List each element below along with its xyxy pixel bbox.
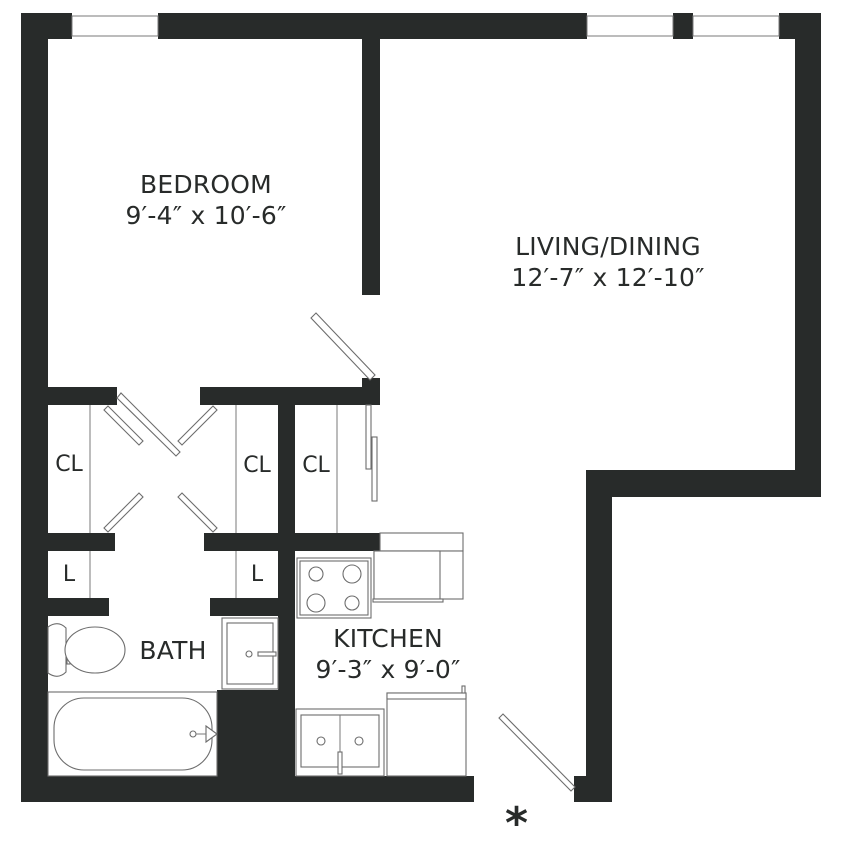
room-name: BEDROOM xyxy=(140,170,272,199)
closet-label-left: CL xyxy=(55,452,83,477)
closet-lines xyxy=(89,405,338,598)
exterior-walls xyxy=(21,13,821,802)
closet-label-right: CL xyxy=(302,453,330,478)
room-name: BATH xyxy=(139,636,207,665)
windows xyxy=(71,15,780,37)
kitchen-fixtures xyxy=(295,532,467,777)
entry-marker-asterisk: * xyxy=(505,798,529,849)
bath-fixtures xyxy=(47,617,279,777)
interior-walls xyxy=(48,39,380,776)
doors xyxy=(103,312,576,792)
linen-label-right: L xyxy=(250,562,264,587)
room-label-kitchen: KITCHEN 9′-3″ x 9′-0″ xyxy=(290,624,486,685)
closet-label-center: CL xyxy=(243,453,271,478)
room-dimensions: 9′-3″ x 9′-0″ xyxy=(315,654,461,684)
room-label-bath: BATH xyxy=(128,636,218,667)
room-dimensions: 12′-7″ x 12′-10″ xyxy=(511,262,705,292)
room-name: LIVING/DINING xyxy=(515,232,701,261)
room-label-living-dining: LIVING/DINING 12′-7″ x 12′-10″ xyxy=(470,232,746,293)
room-label-bedroom: BEDROOM 9′-4″ x 10′-6″ xyxy=(96,170,316,231)
linen-label-left: L xyxy=(62,562,76,587)
room-dimensions: 9′-4″ x 10′-6″ xyxy=(125,200,287,230)
room-name: KITCHEN xyxy=(333,624,443,653)
